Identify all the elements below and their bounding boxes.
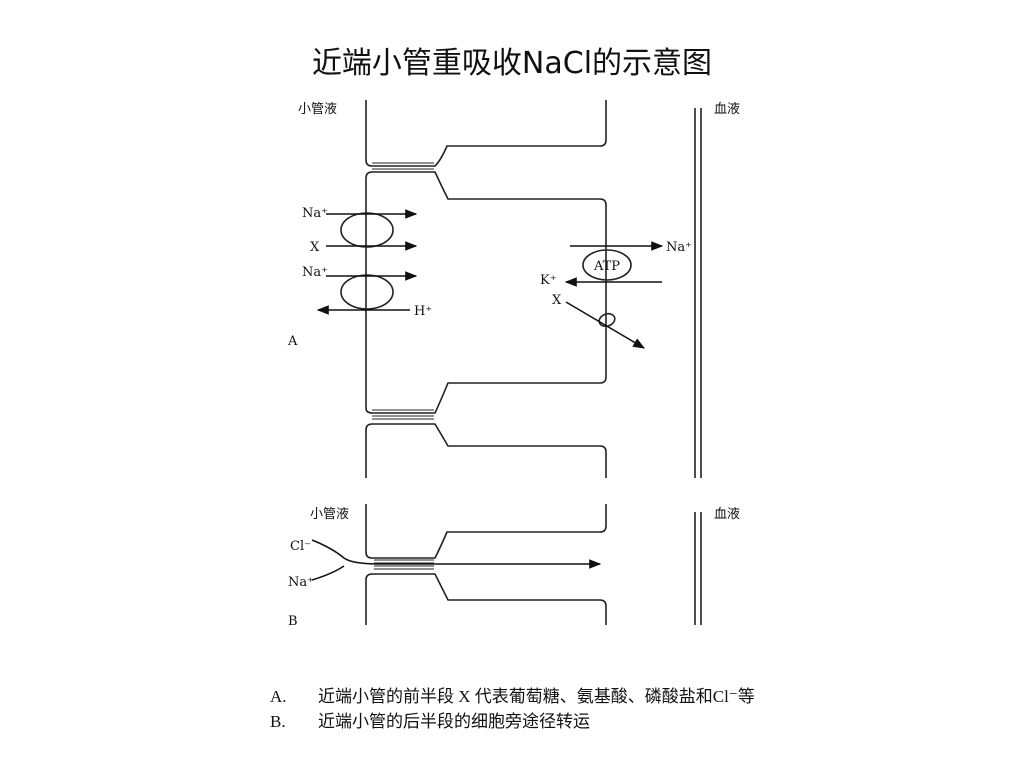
tight-junction-top (372, 162, 434, 170)
label-cl: Cl⁻ (290, 539, 311, 554)
caption-a-key: A. (270, 687, 287, 706)
label-na-1: Na⁺ (302, 206, 328, 221)
page-title: 近端小管重吸收NaCl的示意图 (311, 46, 713, 81)
caption-b: B. 近端小管的后半段的细胞旁途径转运 (270, 707, 590, 732)
lumen-label-a: 小管液 (298, 102, 337, 117)
label-h: H⁺ (414, 304, 432, 319)
cell-middle-outline (365, 171, 607, 414)
label-k: K⁺ (540, 273, 557, 288)
label-x-apical: X (310, 240, 320, 255)
caption-a: A. 近端小管的前半段 X 代表葡萄糖、氨基酸、磷酸盐和Cl⁻等 (270, 682, 755, 707)
arrow-x-out (565, 301, 646, 349)
arrow-na-merge (311, 565, 345, 581)
blood-label-a: 血液 (714, 102, 740, 117)
symporter-na-x (340, 212, 394, 248)
panel-b-letter: B (288, 614, 298, 629)
label-x-basolateral: X (552, 293, 562, 308)
tight-junction-bottom (372, 409, 434, 420)
cell-b-bottom-outline (365, 573, 607, 625)
cell-b-top-outline (365, 504, 607, 559)
caption-b-key: B. (270, 712, 286, 731)
label-atp: ATP (593, 259, 620, 274)
lumen-label-b: 小管液 (310, 507, 349, 522)
na-k-atpase (582, 249, 632, 281)
antiporter-na-h (340, 274, 394, 310)
arrow-cl-paracellular (311, 539, 602, 569)
panel-a-letter: A (287, 334, 298, 349)
cell-top-outline (365, 100, 607, 167)
caption-b-text: 近端小管的后半段的细胞旁途径转运 (318, 712, 590, 731)
x-carrier (598, 312, 616, 328)
tight-junction-b (374, 559, 434, 570)
label-na-basolateral: Na⁺ (666, 240, 692, 255)
label-na-2: Na⁺ (302, 265, 328, 280)
caption-a-text: 近端小管的前半段 X 代表葡萄糖、氨基酸、磷酸盐和Cl⁻等 (318, 687, 755, 706)
label-na-b: Na⁺ (288, 575, 314, 590)
cell-lower-outline (365, 423, 607, 478)
blood-label-b: 血液 (714, 507, 740, 522)
